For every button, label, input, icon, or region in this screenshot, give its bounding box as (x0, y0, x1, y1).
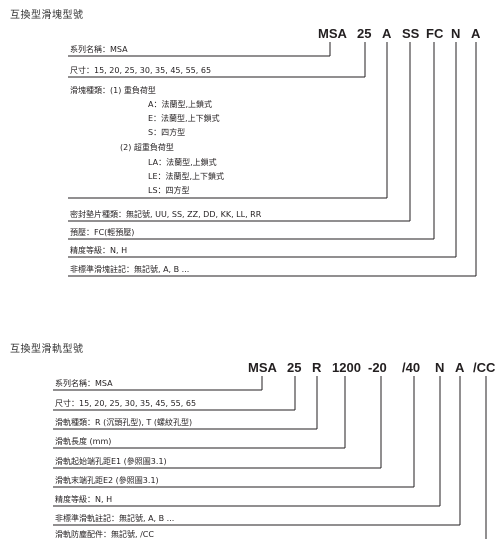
block-label-accuracy: 精度等級：N, H (70, 246, 128, 255)
block-code-accuracy: N (451, 26, 461, 41)
block-code-series: MSA (318, 26, 347, 41)
block-label-type: 滑塊種類：(1) 重負荷型 (70, 86, 156, 95)
block-code-preload: FC (426, 26, 444, 41)
rail-code-e1: -20 (368, 360, 387, 375)
rail-code-length: 1200 (332, 360, 361, 375)
block-label-type-a: A：法蘭型,上鎖式 (148, 100, 213, 109)
rail-section-title: 互換型滑軌型號 (10, 344, 84, 355)
rail-code-accessory: /CC (473, 360, 496, 375)
block-code-nonstandard: A (471, 26, 481, 41)
block-code-seal: SS (402, 26, 420, 41)
rail-code-accuracy: N (435, 360, 445, 375)
block-label-type-e: E：法蘭型,上下鎖式 (148, 114, 220, 123)
rail-label-length: 滑軌長度 (mm) (55, 437, 112, 446)
rail-label-series: 系列名稱：MSA (55, 379, 113, 388)
rail-code-type: R (312, 360, 322, 375)
rail-code-size: 25 (287, 360, 302, 375)
block-section-title: 互換型滑塊型號 (10, 10, 84, 21)
block-label-seal: 密封墊片種類：無記號, UU, SS, ZZ, DD, KK, LL, RR (70, 210, 262, 219)
rail-label-e1: 滑軌起始端孔距E1 (參照圖3.1) (55, 457, 167, 466)
rail-code-nonstandard: A (455, 360, 465, 375)
block-code-type: A (382, 26, 392, 41)
rail-label-accessory: 滑軌防塵配件：無記號, /CC (55, 530, 154, 539)
block-label-series: 系列名稱：MSA (70, 45, 128, 54)
block-label-type-le: LE：法蘭型,上下鎖式 (148, 172, 225, 181)
rail-label-size: 尺寸：15, 20, 25, 30, 35, 45, 55, 65 (55, 399, 197, 408)
block-label-type-s: S：四方型 (148, 128, 186, 137)
rail-label-nonstandard: 非標準滑軌註記：無記號, A, B ... (55, 514, 175, 523)
rail-label-type: 滑軌種類：R (沉頭孔型), T (螺紋孔型) (55, 418, 193, 427)
rail-label-e2: 滑軌末端孔距E2 (參照圖3.1) (55, 476, 159, 485)
block-label-type-la: LA：法蘭型,上鎖式 (148, 158, 217, 167)
block-label-type-heavy: (2) 超重負荷型 (120, 143, 174, 152)
block-label-nonstandard: 非標準滑塊註記：無記號, A, B ... (70, 265, 190, 274)
block-label-type-ls: LS：四方型 (148, 186, 190, 195)
rail-code-series: MSA (248, 360, 277, 375)
rail-code-e2: /40 (402, 360, 421, 375)
block-code-size: 25 (357, 26, 372, 41)
rail-label-accuracy: 精度等級：N, H (55, 495, 113, 504)
block-connectors (68, 42, 477, 277)
rail-connectors (53, 376, 487, 539)
block-label-size: 尺寸：15, 20, 25, 30, 35, 45, 55, 65 (70, 66, 212, 75)
block-label-preload: 預壓：FC(輕預壓) (70, 228, 135, 237)
